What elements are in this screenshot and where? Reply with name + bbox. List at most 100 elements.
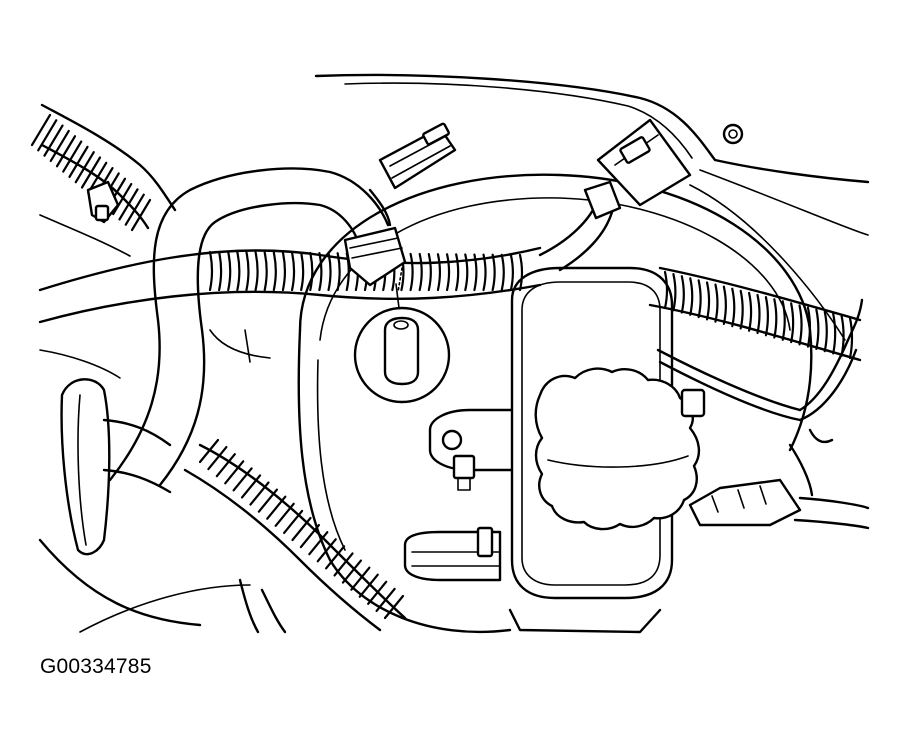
harness-rib [318, 251, 323, 292]
loom-rib [358, 573, 379, 598]
loom-rib [198, 438, 220, 464]
harness-rib [663, 270, 669, 310]
harness-rib [764, 295, 770, 337]
harness-rib [689, 277, 694, 316]
check-valve-callout [353, 267, 451, 404]
loom-rib [333, 552, 354, 577]
lower-left-housing [38, 378, 202, 627]
harness-rib [697, 279, 702, 319]
loom-rib [43, 124, 64, 157]
harness-rib [300, 251, 305, 292]
harness-rib [482, 253, 487, 292]
loom-rib [118, 188, 139, 221]
harness-rib [309, 251, 314, 292]
harness-rib [815, 308, 820, 351]
harness-rib [245, 251, 250, 292]
vacuum-hose [108, 167, 390, 487]
wiring-harness-main [38, 246, 862, 362]
figure-id-label: G00334785 [40, 655, 152, 678]
wiring-loom-upper-left [30, 103, 177, 232]
harness-clip-bracket [688, 443, 870, 530]
harness-rib [705, 281, 711, 321]
loom-rib [266, 495, 287, 520]
harness-rib [336, 252, 341, 292]
loom-rib [37, 119, 58, 152]
loom-rib [207, 445, 228, 471]
harness-ribs-right [663, 270, 854, 360]
connector-right [538, 118, 692, 272]
loom-rib [124, 193, 145, 226]
loom-rib [308, 531, 329, 556]
harness-rib [464, 253, 469, 292]
harness-rib [418, 252, 423, 292]
harness-rib [218, 250, 223, 292]
loom-rib [375, 587, 396, 613]
mounting-nut [452, 454, 476, 491]
structure-lines-left [39, 214, 271, 379]
connector-center [368, 122, 457, 227]
loom-rib [257, 488, 278, 513]
loom-rib [232, 467, 253, 492]
harness-rib [781, 300, 786, 341]
harness-rib [290, 251, 296, 292]
loom-ribs-bottom [198, 438, 405, 620]
loom-rib [291, 516, 312, 542]
loom-rib [240, 474, 262, 499]
loom-rib [130, 198, 152, 232]
loom-rib [80, 156, 102, 189]
loom-rib [224, 460, 245, 485]
harness-rib [236, 251, 241, 292]
loom-rib [341, 559, 363, 584]
harness-rib [254, 251, 259, 292]
harness-rib [832, 312, 837, 355]
loom-rib [383, 594, 405, 620]
loom-rib [282, 509, 304, 535]
loom-rib [55, 135, 77, 168]
loom-rib [68, 145, 89, 178]
harness-rib [445, 253, 451, 292]
harness-rib [272, 251, 277, 292]
harness-rib [722, 285, 727, 326]
harness-rib [714, 283, 719, 323]
loom-rib [350, 566, 371, 591]
harness-rib [798, 304, 803, 346]
harness-rib [739, 289, 744, 330]
harness-rib [227, 251, 232, 292]
harness-rib [500, 253, 505, 292]
loom-rib [367, 580, 388, 605]
harness-rib [731, 287, 736, 328]
harness-rib [773, 298, 778, 339]
loom-rib [316, 538, 337, 563]
harness-rib [427, 253, 432, 292]
hose-clamp [343, 226, 407, 287]
harness-rib [848, 316, 854, 360]
harness-rib [455, 253, 460, 292]
harness-rib [281, 251, 287, 292]
harness-rib [518, 253, 524, 292]
reservoir-cap [534, 367, 706, 531]
harness-rib [672, 272, 677, 312]
loom-rib [112, 182, 133, 216]
harness-rib [790, 302, 795, 344]
loom-rib [215, 453, 236, 478]
loom-rib [30, 113, 52, 147]
loom-rib [74, 151, 95, 184]
brake-line-right [656, 298, 864, 444]
loom-rib [299, 523, 321, 549]
harness-rib [823, 310, 828, 353]
harness-rib [409, 252, 414, 292]
loom-rib [249, 481, 270, 506]
wiring-loom-lower-left [79, 438, 407, 634]
harness-rib [263, 251, 268, 292]
harness-rib [473, 253, 478, 292]
loom-rib [325, 545, 346, 570]
harness-rib [747, 291, 753, 332]
harness-rib [509, 253, 514, 292]
harness-rib [806, 306, 812, 348]
harness-rib [436, 253, 442, 292]
harness-rib [327, 252, 332, 292]
harness-rib [491, 253, 496, 292]
loom-rib [274, 502, 295, 527]
